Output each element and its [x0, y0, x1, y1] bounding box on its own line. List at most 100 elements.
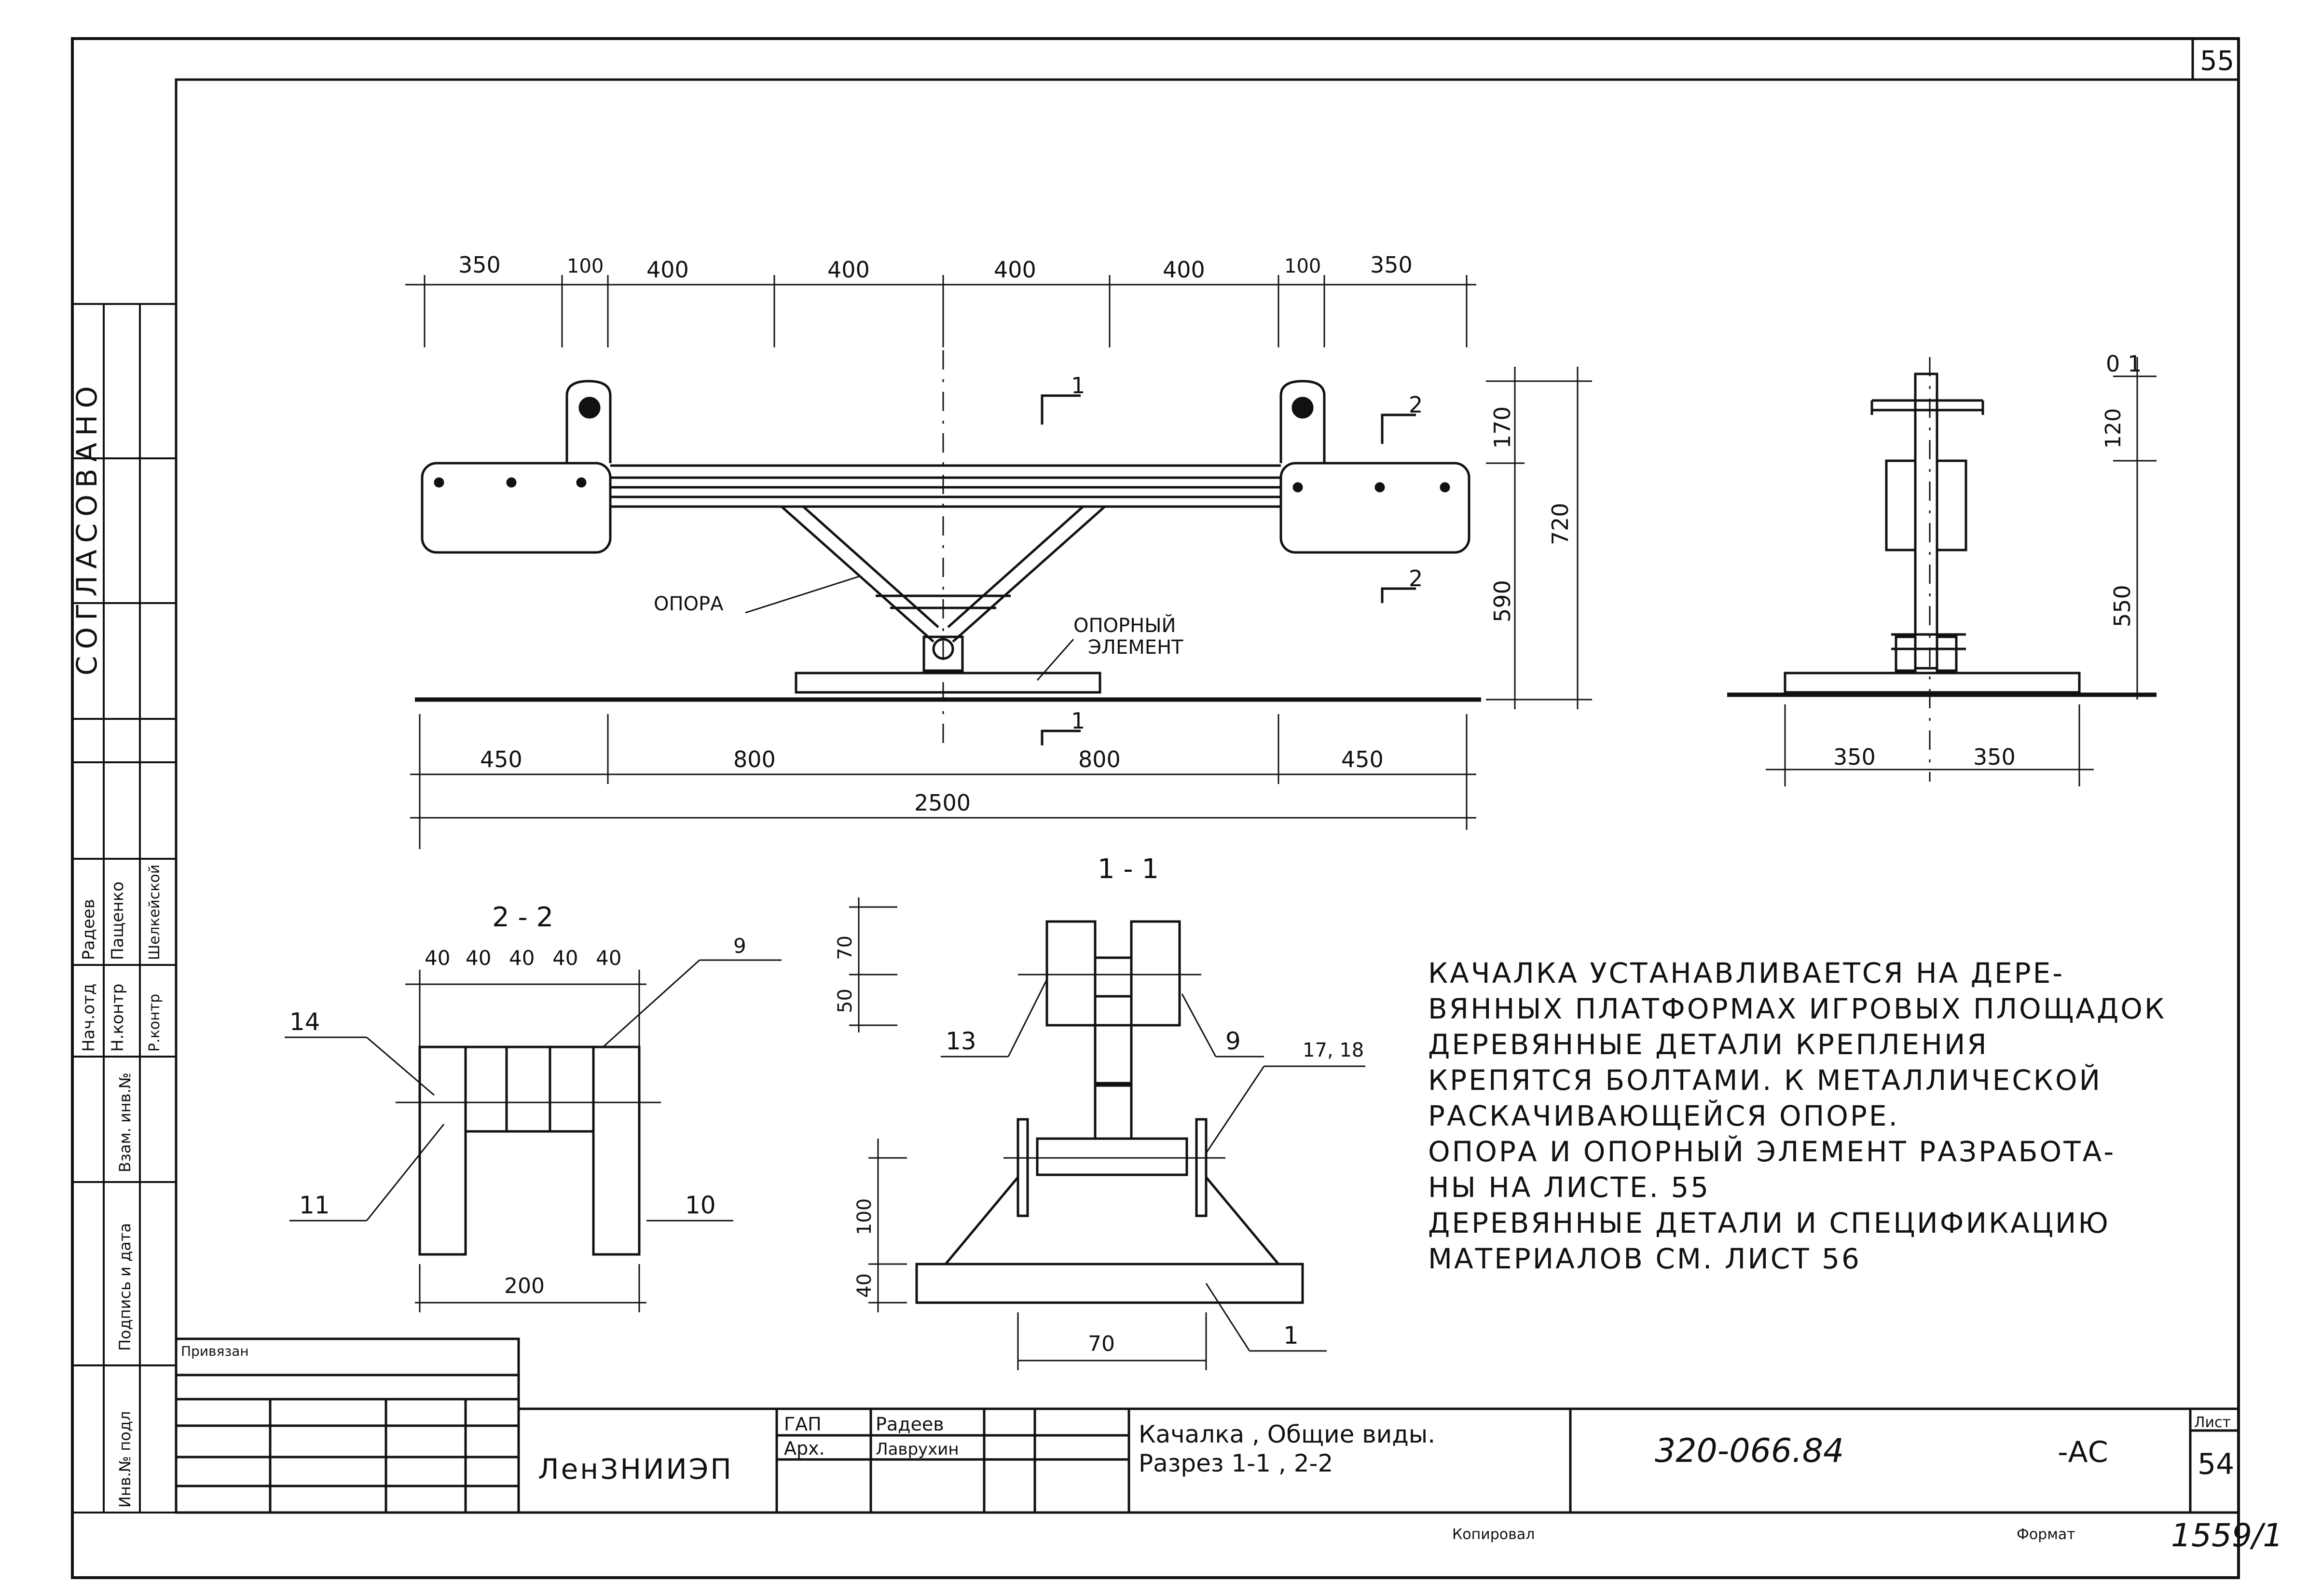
section-2-2-dim-0: 40 — [425, 946, 450, 970]
designation: 320-066.84 — [1655, 1432, 1844, 1470]
callout-17-18: 17, 18 — [1303, 1039, 1364, 1061]
section-2-2-dim-3: 40 — [552, 946, 578, 970]
section-2-2-dim-2: 40 — [509, 946, 535, 970]
stamp-name-2: Лаврухин — [876, 1440, 959, 1459]
support-element — [795, 672, 1101, 694]
designation-suffix: -АС — [2058, 1435, 2108, 1469]
page-number: 55 — [2200, 45, 2234, 77]
dim-bottom-1: 800 — [733, 746, 776, 772]
approved-vertical-label: СОГЛАСОВАНО — [70, 379, 103, 675]
left-handle — [565, 380, 612, 463]
section-mark-2-bottom: 2 — [1409, 565, 1423, 592]
side-people-1-name: Радеев — [79, 899, 98, 960]
title-block — [175, 1337, 2239, 1514]
callout-14: 14 — [289, 1008, 320, 1036]
dim-right-1: 720 — [1547, 503, 1573, 545]
side-people-2: Н.контр — [108, 984, 127, 1052]
side-dim-0: 0 — [2106, 351, 2120, 377]
sheet-title-1: Качалка , Общие виды. — [1139, 1420, 1435, 1448]
section-1-1-dim-2: 100 — [853, 1198, 876, 1235]
callout-9-a: 9 — [733, 934, 746, 958]
sheet-label: Лист — [2194, 1414, 2231, 1431]
dim-top-7: 350 — [1370, 252, 1413, 278]
general-notes: Качалка устанавливается на дере- вянных … — [1428, 955, 2167, 1277]
dim-bottom-2: 800 — [1078, 746, 1121, 772]
note-line: Деревянные детали крепления — [1428, 1028, 1989, 1061]
stamp-name-1: Радеев — [876, 1414, 944, 1435]
dim-top-5: 400 — [1163, 257, 1205, 283]
side-inv-no: Инв.№ подл — [116, 1411, 134, 1508]
dim-overall: 2500 — [914, 790, 971, 816]
side-view-geometry — [1727, 357, 2157, 786]
dim-bottom-0: 450 — [480, 746, 522, 772]
note-line: крепятся болтами. к металлической — [1428, 1064, 2102, 1097]
note-line: Деревянные детали и спецификацию — [1428, 1207, 2110, 1239]
sheet-frame — [71, 37, 2240, 1579]
dim-top-3: 400 — [827, 257, 870, 283]
copied-label: Копировал — [1452, 1526, 1535, 1543]
front-view-geometry — [405, 275, 1592, 849]
privyazan-label: Привязан — [181, 1343, 249, 1359]
label-support: ОПОРА — [654, 593, 724, 615]
side-dim-bottom-1: 350 — [1973, 744, 2016, 770]
dim-top-2: 400 — [646, 257, 689, 283]
section-mark-1-top: 1 — [1071, 372, 1085, 399]
handwritten-number: 1559/1 — [2171, 1517, 2283, 1554]
dim-top-0: 350 — [458, 252, 501, 278]
dim-right-2: 590 — [1489, 580, 1515, 622]
side-dim-2: 120 — [2101, 408, 2126, 449]
side-stamp — [71, 303, 177, 1513]
note-line: раскачивающейся опоре. — [1428, 1100, 1899, 1132]
section-mark-1-bottom: 1 — [1071, 708, 1085, 734]
callout-10: 10 — [685, 1191, 716, 1219]
section-1-1-dim-1: 50 — [834, 989, 856, 1013]
dim-top-6: 100 — [1284, 255, 1321, 277]
side-sign-date: Подпись и дата — [116, 1223, 134, 1351]
label-support-element-2: ЭЛЕМЕНТ — [1088, 636, 1183, 659]
front-top-dims: 350 100 400 400 400 400 100 350 — [458, 252, 1413, 283]
note-line: Качалка устанавливается на дере- — [1428, 957, 2065, 990]
section-2-2-dim-4: 40 — [596, 946, 621, 970]
callout-13: 13 — [946, 1027, 976, 1055]
section-mark-2-top: 2 — [1409, 392, 1423, 418]
left-seat — [421, 462, 612, 554]
side-people-2-name: Пащенко — [108, 881, 127, 960]
note-line: Опора и опорный элемент разработа- — [1428, 1135, 2116, 1168]
section-2-2-bottom-dim: 200 — [504, 1274, 545, 1298]
section-2-2-dim-1: 40 — [466, 946, 491, 970]
side-people-3: Р.контр — [146, 994, 163, 1052]
callout-9-b: 9 — [1225, 1027, 1241, 1055]
section-1-1-dim-0: 70 — [834, 936, 856, 960]
dim-bottom-3: 450 — [1341, 746, 1384, 772]
section-1-1-geometry — [849, 897, 1365, 1370]
organization: ЛенЗНИИЭП — [538, 1453, 733, 1486]
note-line: вянных платформах игровых площадок — [1428, 992, 2167, 1025]
format-label: Формат — [2017, 1526, 2075, 1543]
note-line: ны на листе. 55 — [1428, 1171, 1711, 1204]
callout-11: 11 — [299, 1191, 330, 1219]
note-line: материалов см. лист 56 — [1428, 1242, 1861, 1275]
section-1-1-dim-3: 40 — [853, 1273, 876, 1298]
dim-top-1: 100 — [567, 255, 604, 277]
stamp-role-1: ГАП — [784, 1414, 822, 1435]
side-dim-bottom-0: 350 — [1833, 744, 1876, 770]
right-seat — [1279, 462, 1470, 554]
side-people-1: Нач.отд — [79, 984, 98, 1052]
section-1-1-bottom-dim: 70 — [1088, 1332, 1115, 1356]
side-vzam-inv: Взам. инв.№ — [116, 1073, 134, 1172]
sheet-title-2: Разрез 1-1 , 2-2 — [1139, 1449, 1333, 1477]
stamp-role-2: Арх. — [784, 1438, 825, 1459]
section-2-2-title: 2 - 2 — [492, 902, 553, 933]
side-dim-1: 1 — [2128, 351, 2142, 377]
right-handle — [1279, 380, 1326, 463]
callout-1: 1 — [1283, 1321, 1299, 1349]
side-people-3-name: Шелкейской — [146, 865, 163, 960]
section-1-1-title: 1 - 1 — [1098, 853, 1159, 885]
dim-top-4: 400 — [994, 257, 1036, 283]
sheet-number: 54 — [2198, 1447, 2234, 1481]
label-support-element-1: ОПОРНЫЙ — [1073, 614, 1176, 637]
section-2-2-geometry — [285, 959, 782, 1312]
side-dim-3: 550 — [2109, 585, 2135, 627]
dim-right-0: 170 — [1489, 406, 1515, 449]
